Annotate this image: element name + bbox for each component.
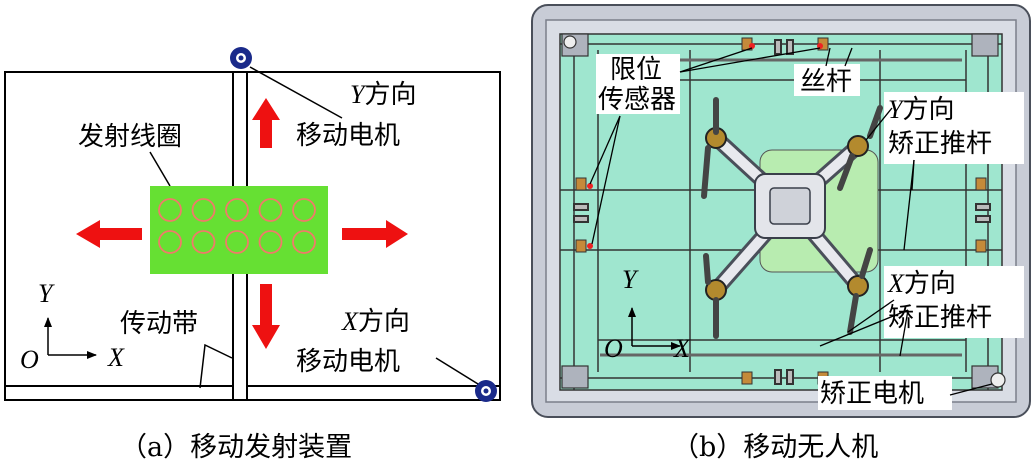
caption-a: （a）移动发射装置 <box>120 432 352 463</box>
arrow-right <box>342 220 408 248</box>
coil-ring <box>292 230 316 254</box>
axis-origin-label-b: O <box>604 334 623 363</box>
arrow-up <box>252 98 280 148</box>
sensor-dot <box>817 43 823 49</box>
corner-motors <box>561 33 1006 389</box>
coil-ring <box>292 198 316 222</box>
coil-ring <box>225 230 249 254</box>
limit-sensor-label-2: 传感器 <box>598 85 676 115</box>
belt-leader <box>199 343 233 389</box>
y-pushrod-label-2: 矫正推杆 <box>888 129 992 159</box>
axis-x-label: X <box>107 343 125 372</box>
sensor-dot <box>749 43 755 49</box>
y-pushrod-label: Y方向 <box>888 95 954 125</box>
axes-a: Y X O <box>20 279 125 374</box>
axis-origin-label: O <box>20 345 39 374</box>
x-pushrod-label-2: 矫正推杆 <box>888 303 992 333</box>
coil-ring <box>258 198 283 222</box>
coil-label: 发射线圈 <box>78 122 182 152</box>
coil-ring <box>191 198 216 222</box>
coil-ring <box>225 198 249 222</box>
screw-label: 丝杆 <box>800 67 852 97</box>
sensor-dot <box>587 183 593 189</box>
limit-sensor-label: 限位 <box>610 55 662 85</box>
arrow-left <box>76 220 142 248</box>
x-motor-leader <box>435 357 479 385</box>
panel-a: Y X O Y方向 移动电机 发射线圈 传动带 X方向 移动电机 （a）移动发射… <box>4 47 501 463</box>
leaders-b <box>589 47 993 396</box>
coil-ring <box>158 198 182 222</box>
y-motor-leader <box>249 66 343 119</box>
y-motor-label: Y方向 <box>350 80 416 110</box>
coil-ring <box>158 230 182 254</box>
x-motor-label-2: 移动电机 <box>296 347 400 377</box>
sensor-dot <box>587 243 593 249</box>
belt-label: 传动带 <box>120 309 198 339</box>
motor-label: 矫正电机 <box>820 379 924 409</box>
panel-b: Y X O 限位 传感器 丝杆 Y方向 矫正推杆 X方向 矫正推杆 矫正电机 （… <box>531 4 1031 463</box>
coil-ring <box>191 230 216 254</box>
x-motor-label: X方向 <box>341 307 410 337</box>
label-backgrounds <box>596 54 1024 410</box>
axis-x-label-b: X <box>673 334 691 363</box>
coil-ring <box>258 230 283 254</box>
axis-y-label-b: Y <box>622 265 639 294</box>
caption-b: （b）移动无人机 <box>672 432 878 463</box>
y-motor-label-2: 移动电机 <box>296 121 400 151</box>
x-motor-icon <box>475 380 497 402</box>
x-pushrod-label: X方向 <box>887 269 956 299</box>
coil-leader <box>149 151 171 187</box>
axes-b: Y X O <box>604 265 691 363</box>
limit-sensors <box>587 43 823 249</box>
direction-arrows <box>76 98 408 349</box>
drone-icon <box>701 97 883 339</box>
coil-rings <box>158 198 316 254</box>
axis-y-label: Y <box>38 279 55 308</box>
y-motor-icon <box>230 47 252 69</box>
arrow-down <box>252 284 280 349</box>
couplers <box>573 39 991 385</box>
